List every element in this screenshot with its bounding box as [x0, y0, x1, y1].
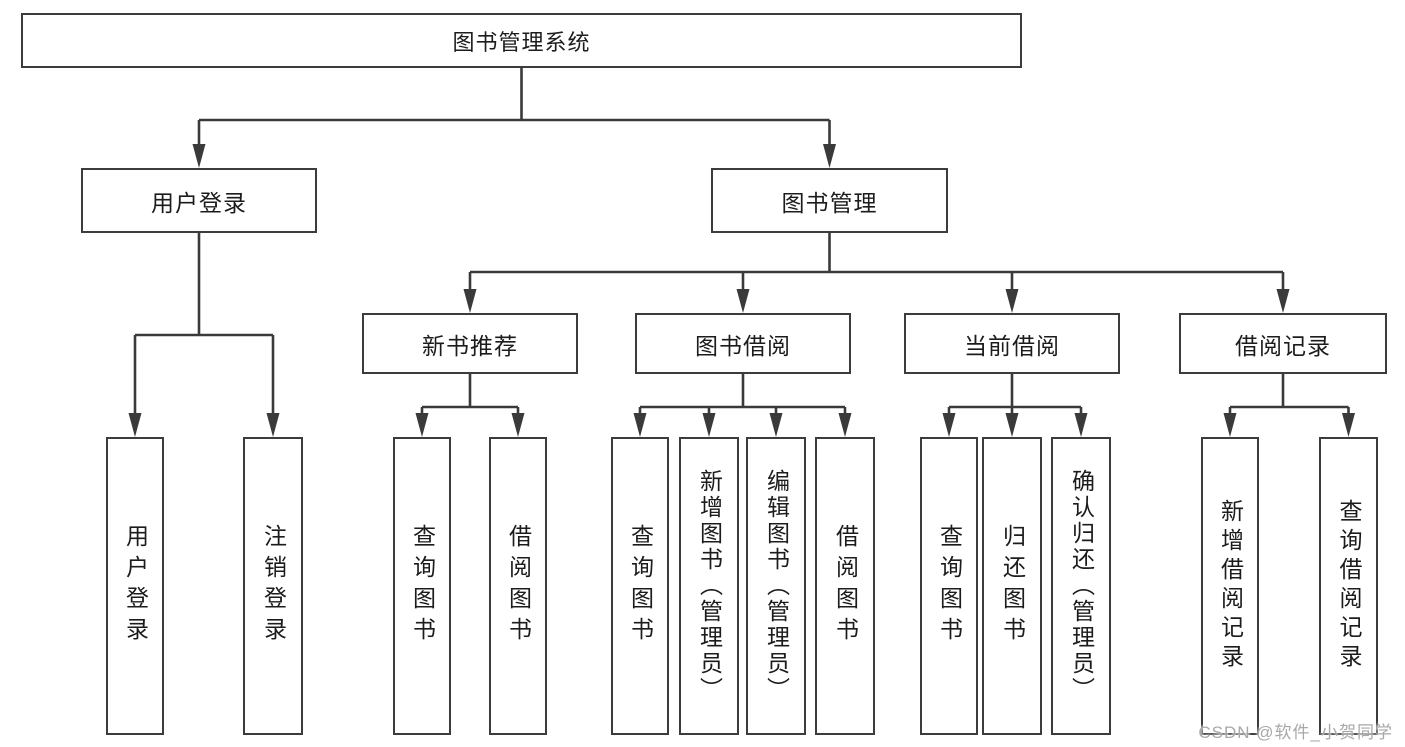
node-root-system: 图书管理系统	[21, 13, 1022, 68]
leaf-current-query: 查询图书	[920, 437, 978, 735]
leaf-borrow-query: 查询图书	[611, 437, 669, 735]
node-book-borrow: 图书借阅	[635, 313, 851, 374]
node-user-login: 用户登录	[81, 168, 317, 233]
leaf-logout: 注销登录	[243, 437, 303, 735]
leaf-record-query: 查询借阅记录	[1319, 437, 1378, 735]
node-current-borrow: 当前借阅	[904, 313, 1120, 374]
leaf-current-confirm-admin: 确认归还（管理员）	[1051, 437, 1111, 735]
csdn-watermark: CSDN @软件_小贺同学	[1198, 723, 1393, 742]
leaf-newbook-query: 查询图书	[393, 437, 451, 735]
leaf-borrow-borrow: 借阅图书	[815, 437, 875, 735]
node-book-management: 图书管理	[711, 168, 948, 233]
leaf-user-login: 用户登录	[106, 437, 164, 735]
leaf-current-return: 归还图书	[982, 437, 1042, 735]
leaf-newbook-borrow: 借阅图书	[489, 437, 547, 735]
leaf-record-add: 新增借阅记录	[1201, 437, 1259, 735]
leaf-borrow-add-admin: 新增图书（管理员）	[679, 437, 739, 735]
leaf-borrow-edit-admin: 编辑图书（管理员）	[746, 437, 806, 735]
node-borrow-record: 借阅记录	[1179, 313, 1387, 374]
node-new-book-recommend: 新书推荐	[362, 313, 578, 374]
